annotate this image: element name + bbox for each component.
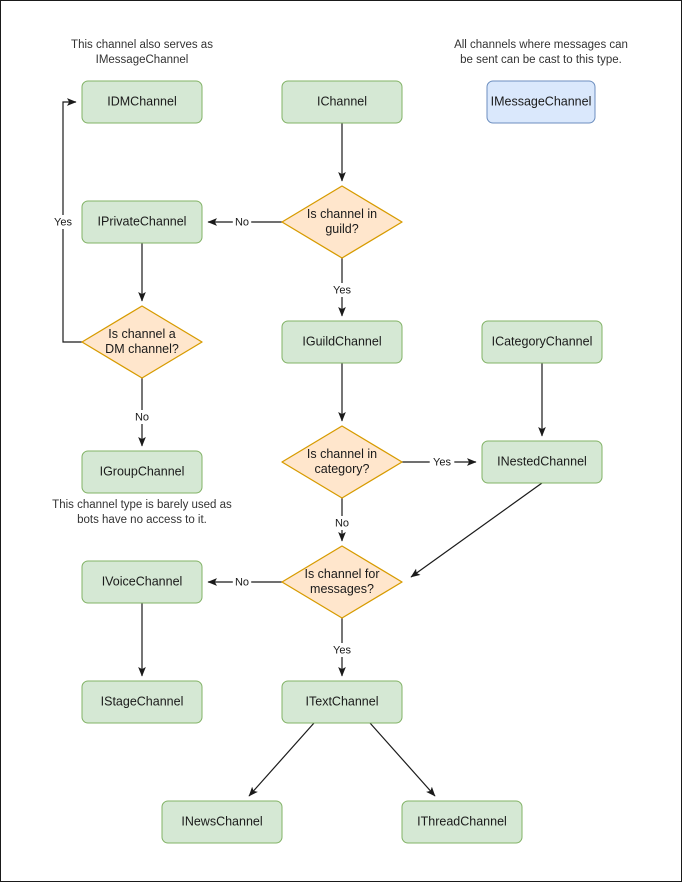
edge-e-guild-guildchannel: Yes	[329, 258, 355, 317]
node-shape-box	[81, 560, 203, 604]
edge-label-bg	[332, 516, 352, 530]
node-shape-diamond	[281, 185, 403, 259]
note-note-message: All channels where messages can be sent c…	[454, 39, 628, 66]
edge-label-bg	[232, 215, 252, 229]
node-label: category?	[315, 462, 370, 476]
notes-layer: This channel also serves as IMessageChann…	[52, 39, 628, 526]
node-shape-diamond	[81, 305, 203, 379]
edge-e-category-nested: Yes	[402, 455, 477, 469]
node-shape-diamond	[281, 545, 403, 619]
node-shape-box	[281, 680, 403, 724]
node-label: Is channel a	[108, 327, 175, 341]
node-label: messages?	[310, 582, 374, 596]
node-shape-diamond	[281, 425, 403, 499]
node-idmchannel[interactable]: IDMChannel	[81, 80, 203, 124]
node-shape-box	[281, 80, 403, 124]
edge-label-bg	[329, 643, 355, 657]
edge-e-isdm-group: No	[132, 378, 152, 447]
node-icategorychannel[interactable]: ICategoryChannel	[481, 320, 603, 364]
node-igroupchannel[interactable]: IGroupChannel	[81, 450, 203, 494]
node-label: DM channel?	[105, 342, 179, 356]
node-label: IChannel	[317, 94, 367, 108]
node-shape-box	[81, 450, 203, 494]
node-shape-box	[161, 800, 283, 844]
note-note-dm: This channel also serves as IMessageChann…	[71, 39, 213, 66]
edge-label-bg	[429, 455, 455, 469]
edge-e-category-messages: No	[332, 498, 352, 542]
note-note-group: This channel type is barely used as bots …	[52, 499, 232, 526]
note-line: be sent can be cast to this type.	[460, 54, 622, 66]
node-ivoicechannel[interactable]: IVoiceChannel	[81, 560, 203, 604]
node-itextchannel[interactable]: ITextChannel	[281, 680, 403, 724]
node-shape-box	[81, 680, 203, 724]
note-line: This channel type is barely used as	[52, 499, 232, 511]
edge-label: Yes	[333, 644, 351, 656]
note-line: All channels where messages can	[454, 39, 628, 51]
node-label: IStageChannel	[101, 694, 184, 708]
edge-e-guild-private: No	[207, 215, 282, 229]
node-inewschannel[interactable]: INewsChannel	[161, 800, 283, 844]
node-label: Is channel in	[307, 447, 377, 461]
node-label: ICategoryChannel	[492, 334, 593, 348]
node-shape-box	[81, 80, 203, 124]
node-label: IThreadChannel	[417, 814, 507, 828]
node-label: ITextChannel	[306, 694, 379, 708]
node-imessagechannel[interactable]: IMessageChannel	[486, 80, 596, 124]
node-label: Is channel in	[307, 207, 377, 221]
node-ichannel[interactable]: IChannel	[281, 80, 403, 124]
note-line: This channel also serves as	[71, 39, 213, 51]
edge-label: No	[235, 216, 249, 228]
edge-label: Yes	[433, 456, 451, 468]
node-iprivatechannel[interactable]: IPrivateChannel	[81, 200, 203, 244]
node-iguildchannel[interactable]: IGuildChannel	[281, 320, 403, 364]
node-istagechannel[interactable]: IStageChannel	[81, 680, 203, 724]
node-label: IGuildChannel	[302, 334, 381, 348]
node-label: INewsChannel	[181, 814, 262, 828]
edge-e-text-thread	[369, 722, 436, 797]
node-label: Is channel for	[304, 567, 379, 581]
node-inestedchannel[interactable]: INestedChannel	[481, 440, 603, 484]
node-label: IMessageChannel	[491, 94, 592, 108]
edge-path	[248, 722, 315, 797]
node-label: IDMChannel	[107, 94, 176, 108]
node-label: IVoiceChannel	[102, 574, 183, 588]
node-label: guild?	[325, 222, 358, 236]
edge-label-bg	[50, 215, 76, 229]
node-shape-box	[81, 200, 203, 244]
note-line: bots have no access to it.	[77, 514, 207, 526]
node-ithreadchannel[interactable]: IThreadChannel	[401, 800, 523, 844]
node-shape-box	[281, 320, 403, 364]
node-label: IPrivateChannel	[98, 214, 187, 228]
edge-e-nested-messages	[410, 482, 543, 578]
node-shape-box	[481, 440, 603, 484]
edge-e-text-news	[248, 722, 315, 797]
edge-path	[410, 482, 543, 578]
edge-label-bg	[132, 410, 152, 424]
edge-e-isdm-idm: Yes	[50, 98, 82, 343]
edge-path	[369, 722, 436, 797]
node-shape-box	[401, 800, 523, 844]
note-line: IMessageChannel	[96, 54, 189, 66]
edge-e-messages-text: Yes	[329, 618, 355, 677]
edge-label: Yes	[54, 216, 72, 228]
edge-label: No	[235, 576, 249, 588]
node-shape-box	[486, 80, 596, 124]
edge-label-bg	[232, 575, 252, 589]
node-shape-box	[481, 320, 603, 364]
node-label: IGroupChannel	[100, 464, 185, 478]
edge-label-bg	[329, 283, 355, 297]
edge-label: No	[335, 517, 349, 529]
nodes-layer: IDMChannel IChannel IMessageChannelIPrivat…	[81, 80, 603, 844]
node-label: INestedChannel	[497, 454, 587, 468]
edge-e-messages-voice: No	[207, 575, 282, 589]
node-is-dm[interactable]: Is channel aDM channel?	[81, 305, 203, 379]
edge-label: Yes	[333, 284, 351, 296]
edge-label: No	[135, 411, 149, 423]
